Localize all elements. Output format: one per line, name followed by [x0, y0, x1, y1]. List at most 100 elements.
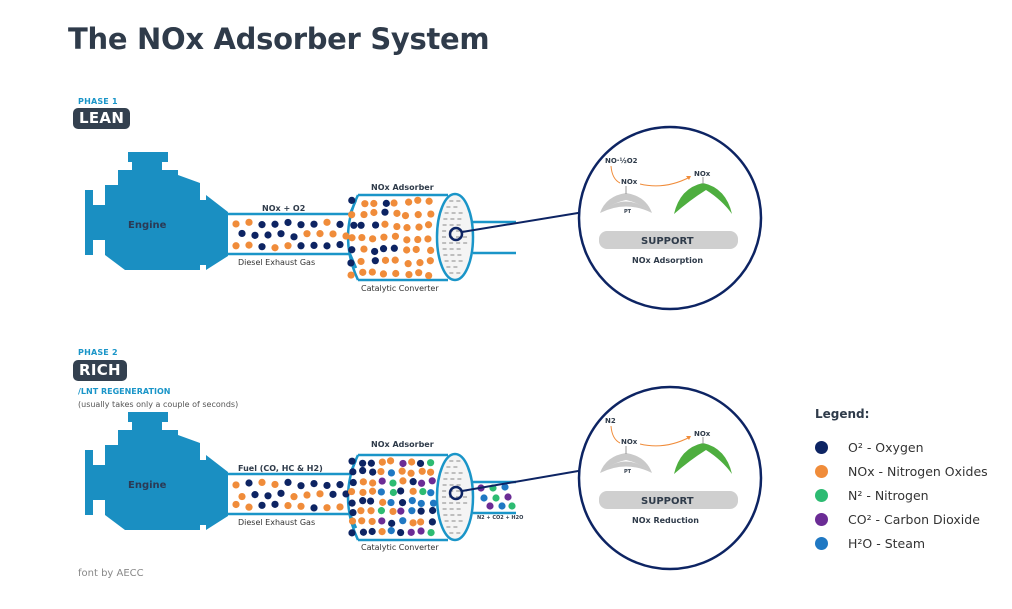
- particle-dot: [508, 502, 516, 510]
- particle-dot: [408, 496, 416, 505]
- particle-dot: [271, 500, 279, 508]
- particle-dot: [417, 499, 425, 508]
- particle-dot: [251, 491, 259, 499]
- particle-dot: [403, 224, 411, 232]
- particle-dot: [358, 517, 366, 525]
- engine-icon: [85, 412, 228, 530]
- particle-dot: [417, 479, 426, 487]
- transfer-arrow: [639, 176, 691, 187]
- particle-dot: [381, 256, 390, 264]
- particle-dot: [232, 481, 240, 489]
- detail-caption: NOx Adsorption: [632, 256, 704, 265]
- particle-dot: [428, 518, 436, 526]
- legend-title: Legend:: [815, 407, 870, 421]
- particle-dot: [359, 528, 368, 536]
- phase2-subheading: /LNT REGENERATION: [78, 387, 171, 396]
- particle-dot: [264, 492, 272, 500]
- particle-dot: [329, 230, 337, 238]
- particle-dot: [378, 477, 386, 485]
- pipe-top-label: NOx + O2: [262, 204, 306, 213]
- particle-dot: [397, 507, 405, 515]
- particle-dot: [390, 244, 398, 252]
- particle-dot: [348, 234, 356, 242]
- legend-label: O² - Oxygen: [848, 439, 924, 455]
- particle-dot: [377, 488, 385, 496]
- particle-dot: [359, 478, 367, 486]
- particle-dot: [347, 487, 356, 496]
- particle-dot: [407, 528, 415, 536]
- particle-dot: [367, 507, 375, 515]
- legend-item: N² - Nitrogen: [815, 483, 988, 507]
- particle-dot: [245, 241, 253, 249]
- pt-label: PT: [624, 209, 632, 215]
- particle-dot: [368, 487, 377, 495]
- particle-dot: [348, 529, 356, 537]
- magnify-point-icon: [448, 485, 464, 501]
- particle-dot: [258, 221, 266, 229]
- particle-dot: [397, 528, 405, 537]
- particle-dot: [388, 519, 396, 527]
- legend-label: N² - Nitrogen: [848, 487, 929, 503]
- particle-dot: [429, 506, 437, 515]
- particle-dot: [414, 235, 422, 244]
- particle-dot: [409, 478, 417, 486]
- particle-dot: [251, 231, 259, 239]
- pt-label: PT: [624, 469, 632, 475]
- particle-dot: [367, 459, 375, 467]
- particle-dot: [349, 478, 357, 487]
- detail-nox-pt: NOx: [621, 178, 638, 186]
- phase2-note: (usually takes only a couple of seconds): [78, 400, 239, 409]
- engine-icon: [85, 152, 228, 270]
- particle-dot: [348, 457, 356, 465]
- particle-dot: [387, 498, 395, 507]
- particle-dot: [427, 459, 435, 467]
- particle-dot: [271, 244, 279, 252]
- particle-dot: [323, 218, 331, 226]
- particle-dot: [393, 222, 401, 231]
- particle-dot: [426, 468, 435, 476]
- particle-dot: [397, 487, 405, 495]
- particle-dot: [486, 502, 494, 510]
- particle-dot: [371, 257, 379, 265]
- converter-face: [435, 452, 475, 542]
- particle-dot: [389, 507, 397, 516]
- particle-dot: [389, 479, 397, 487]
- particle-dot: [359, 466, 367, 475]
- particle-dot: [501, 483, 509, 491]
- particle-dot: [412, 245, 420, 254]
- particle-dot: [348, 246, 356, 254]
- particle-dot: [398, 467, 406, 475]
- particle-dot: [415, 269, 423, 277]
- particle-dot: [378, 517, 386, 525]
- particle-dot: [492, 494, 500, 502]
- particle-dot: [245, 218, 253, 226]
- particle-dot: [424, 221, 433, 229]
- particle-group: [232, 457, 516, 537]
- particle-dot: [415, 223, 423, 231]
- particle-dot: [370, 208, 378, 217]
- phase1-label: PHASE 1: [78, 97, 118, 106]
- particle-dot: [408, 507, 416, 515]
- particle-dot: [368, 268, 376, 276]
- particle-dot: [357, 257, 365, 266]
- particle-dot: [238, 492, 246, 501]
- particle-dot: [238, 229, 246, 238]
- particle-dot: [404, 260, 412, 268]
- detail-nox-adsorber: NOx: [694, 170, 711, 178]
- particle-dot: [336, 220, 344, 229]
- particle-dot: [424, 235, 432, 243]
- adsorber-label-1: NOx: [697, 201, 709, 207]
- magnify-point-icon: [448, 226, 464, 242]
- particle-dot: [303, 491, 311, 499]
- page-title: The NOx Adsorber System: [68, 22, 490, 56]
- pipe-bottom-label: Diesel Exhaust Gas: [238, 258, 316, 267]
- particle-dot: [323, 242, 331, 250]
- particle-dot: [290, 493, 298, 501]
- detail-nox-pt: NOx: [621, 438, 638, 446]
- phase2-diagram: [85, 385, 763, 571]
- detail-circle: [577, 385, 763, 571]
- particle-dot: [428, 477, 436, 485]
- particle-dot: [427, 529, 435, 537]
- engine-label: Engine: [128, 480, 167, 491]
